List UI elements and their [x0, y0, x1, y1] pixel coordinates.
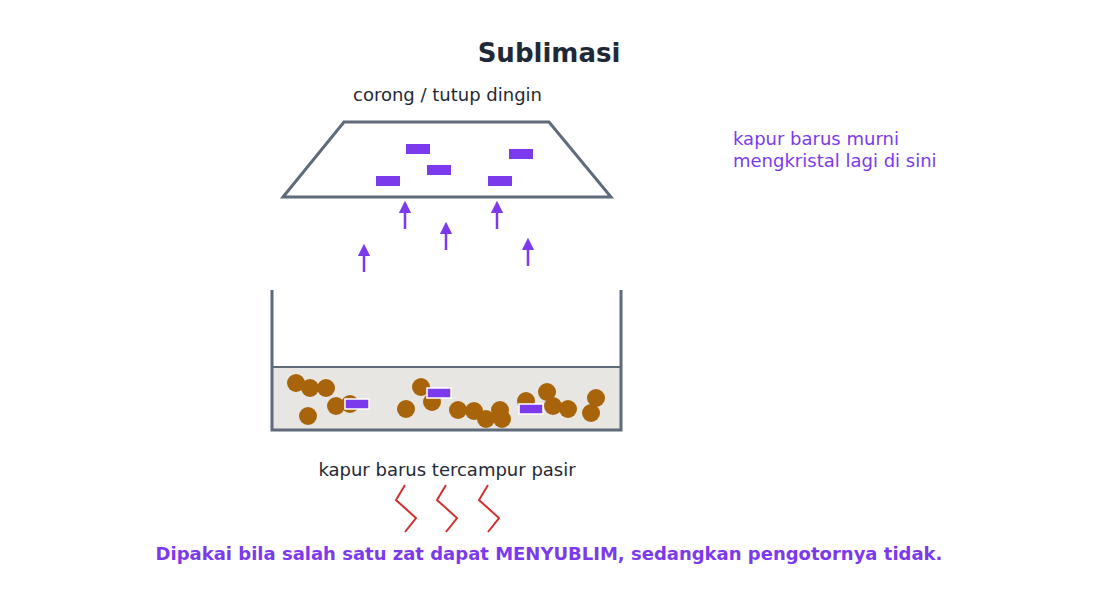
crystal	[376, 176, 400, 186]
camphor-piece	[345, 399, 369, 409]
vapor-arrow	[363, 250, 366, 272]
vapor-arrow	[496, 207, 499, 229]
heat-wave	[437, 485, 457, 532]
crystal	[488, 176, 512, 186]
crystal	[406, 144, 430, 154]
annotation: kapur barus murni mengkristal lagi di si…	[733, 128, 1003, 172]
crystal	[509, 149, 533, 159]
sand-grain	[299, 407, 317, 425]
heat-wave	[396, 485, 416, 532]
heat-symbol	[396, 485, 499, 532]
camphor-piece	[519, 404, 543, 414]
node-label: kapur barus tercampur pasir	[262, 459, 632, 480]
camphor-piece	[427, 388, 451, 398]
sand-grain	[493, 410, 511, 428]
heat-wave	[479, 485, 499, 532]
node-label: corong / tutup dingin	[270, 84, 625, 105]
sand-grain	[559, 400, 577, 418]
funnel: corong / tutup dingin	[270, 80, 625, 205]
sand-grain	[544, 397, 562, 415]
vapor-arrows	[364, 207, 528, 272]
sand-grain	[449, 401, 467, 419]
beaker-shape	[262, 282, 632, 487]
sand-grain	[317, 379, 335, 397]
vapor-arrow	[404, 207, 407, 229]
sand-grain	[397, 400, 415, 418]
crystal	[427, 165, 451, 175]
funnel-outline	[283, 122, 611, 197]
sand-grain	[587, 389, 605, 407]
sand-layer	[272, 367, 621, 430]
vapor-arrow	[445, 228, 448, 250]
title: Sublimasi	[0, 38, 1098, 68]
vapor-arrow	[527, 244, 530, 266]
beaker: kapur barus tercampur pasir	[262, 282, 632, 487]
sand-grain	[301, 379, 319, 397]
beaker-outline	[272, 290, 621, 430]
caption: Dipakai bila salah satu zat dapat MENYUB…	[0, 543, 1098, 564]
